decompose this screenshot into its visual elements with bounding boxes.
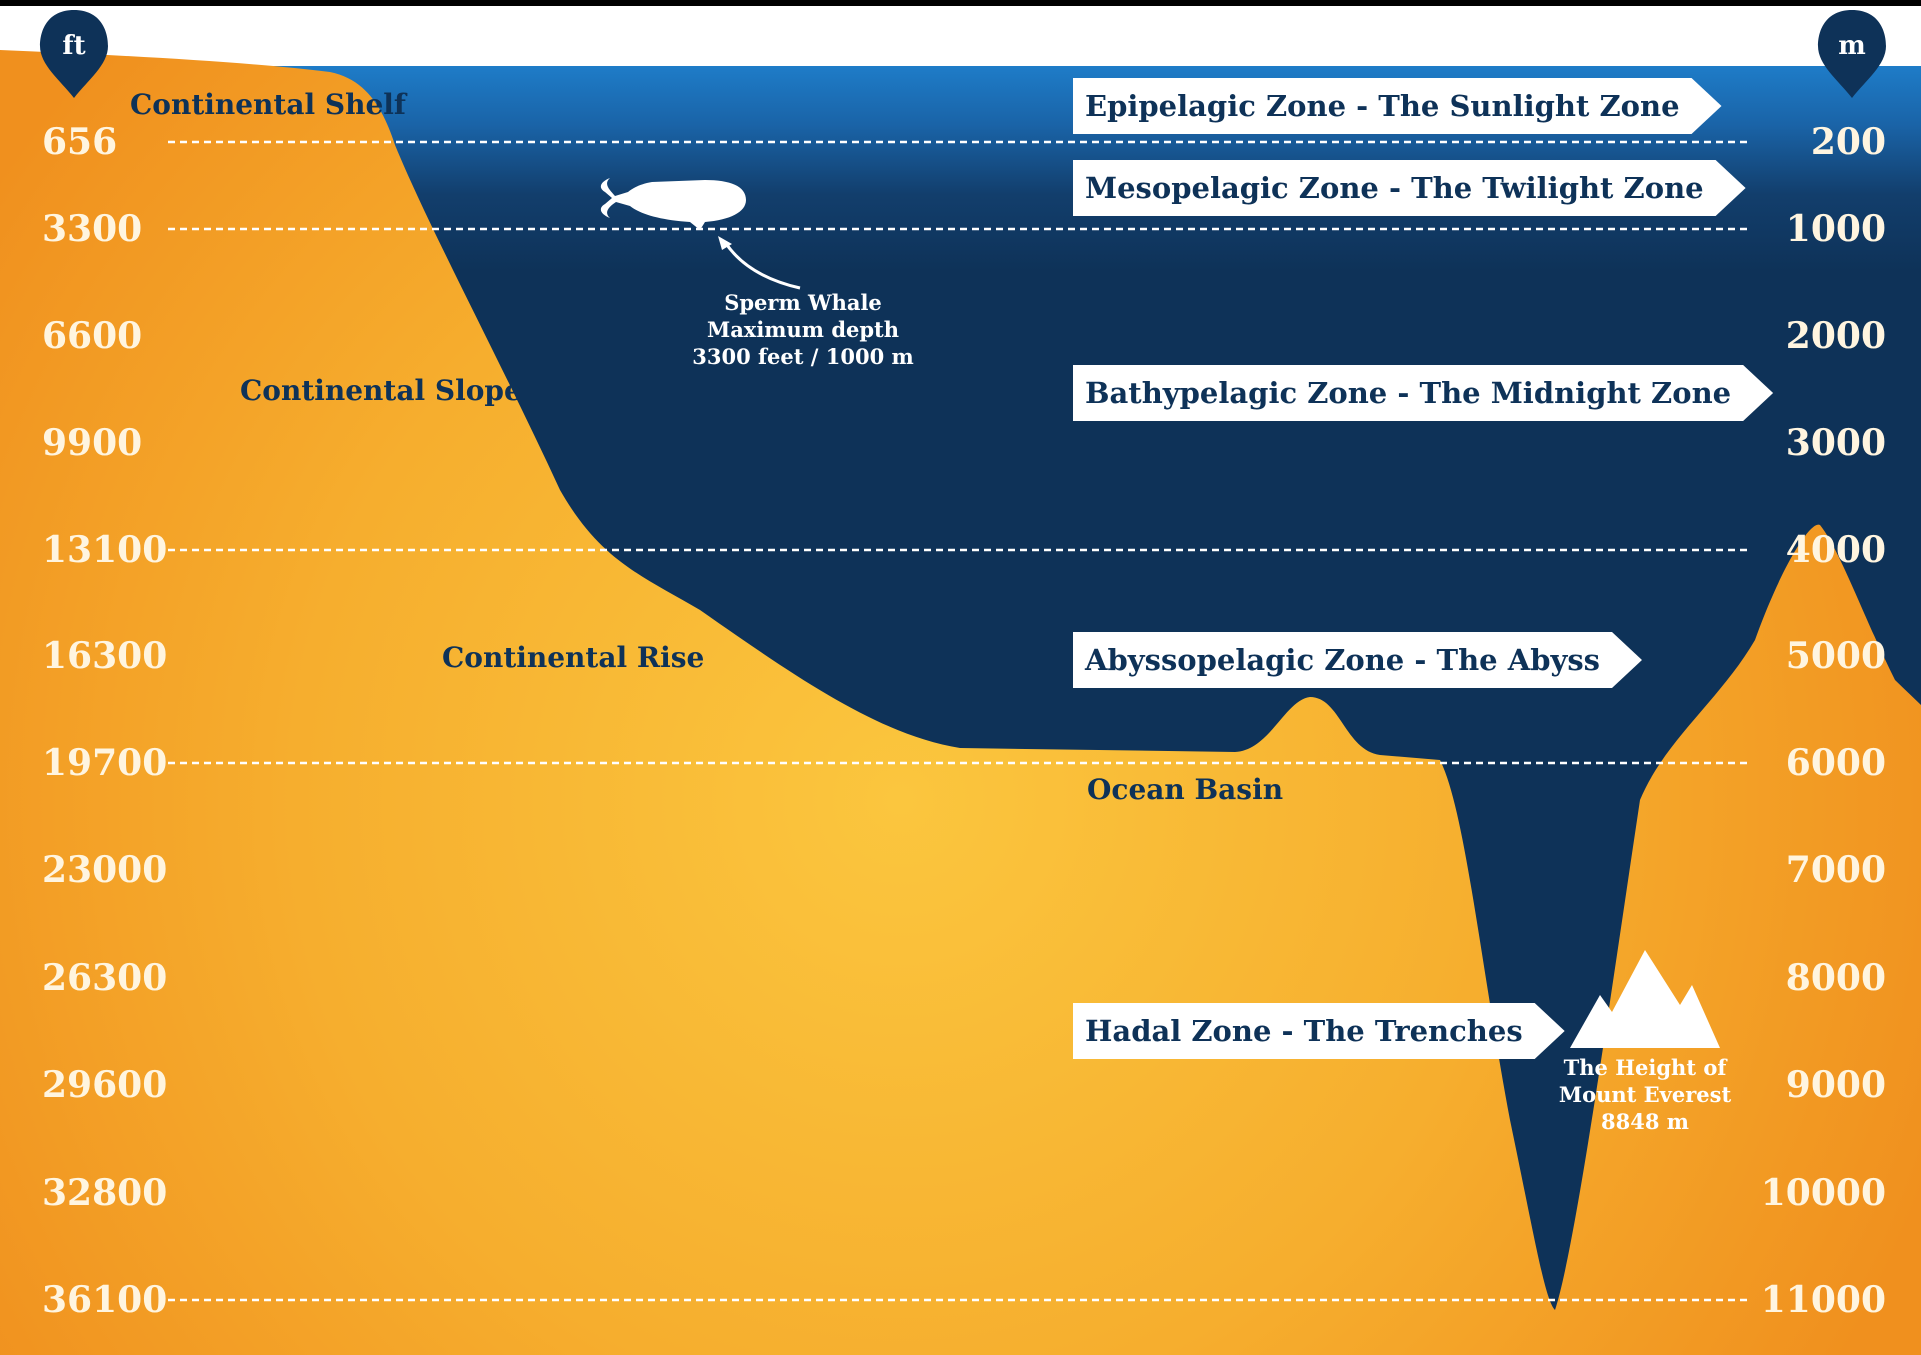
zone-banner-arrow <box>1073 365 1774 421</box>
m-tick-label: 8000 <box>1786 957 1886 999</box>
sperm-whale-group: Sperm Whale Maximum depth 3300 feet / 10… <box>600 178 914 369</box>
m-tick-label: 9000 <box>1786 1064 1886 1106</box>
ft-tick-label: 9900 <box>42 422 142 464</box>
m-tick-label: 1000 <box>1786 208 1886 250</box>
everest-group: The Height of Mount Everest 8848 m <box>1559 950 1732 1134</box>
ft-tick-label: 13100 <box>42 529 167 571</box>
ft-tick-label: 19700 <box>42 742 167 784</box>
ocean-basin-label: Ocean Basin <box>1087 773 1283 806</box>
ft-tick-label: 3300 <box>42 208 142 250</box>
meters-axis: 200 1000 2000 3000 4000 5000 6000 7000 8000 9000 1… <box>1761 121 1886 1321</box>
feet-unit-marker: ft <box>40 10 108 98</box>
feet-unit-label: ft <box>62 31 85 61</box>
sperm-whale-note-line-2: Maximum depth <box>707 317 899 342</box>
everest-note-line-3: 8848 m <box>1601 1109 1689 1134</box>
ft-tick-label: 23000 <box>42 849 167 891</box>
m-tick-label: 7000 <box>1786 849 1886 891</box>
ft-tick-label: 29600 <box>42 1064 167 1106</box>
everest-note-line-1: The Height of <box>1564 1055 1729 1080</box>
zone-banner: Bathypelagic Zone - The Midnight Zone <box>1073 365 1774 421</box>
zone-banner-arrow <box>1073 632 1642 688</box>
location-pin-icon <box>1818 10 1886 98</box>
everest-note-line-2: Mount Everest <box>1559 1082 1732 1107</box>
feet-axis: 656 3300 6600 9900 13100 16300 19700 23000 26300… <box>42 121 167 1321</box>
ft-tick-label: 32800 <box>42 1172 167 1214</box>
mountain-icon <box>1570 950 1720 1048</box>
ft-tick-label: 26300 <box>42 957 167 999</box>
zone-banner-label: Abyssopelagic Zone - The Abyss <box>1084 643 1600 677</box>
m-tick-label: 2000 <box>1786 315 1886 357</box>
sperm-whale-pointer <box>723 241 801 290</box>
m-tick-label: 3000 <box>1786 422 1886 464</box>
zone-banner-arrow <box>1073 78 1722 134</box>
continental-slope-label: Continental Slope <box>240 374 522 407</box>
ft-tick-label: 656 <box>42 121 117 163</box>
ft-tick-label: 16300 <box>42 635 167 677</box>
ocean-zones: Epipelagic Zone - The Sunlight ZoneMesop… <box>1073 78 1774 1059</box>
ft-tick-label: 6600 <box>42 315 142 357</box>
m-tick-label: 4000 <box>1786 529 1886 571</box>
m-tick-label: 10000 <box>1761 1172 1886 1214</box>
zone-banner: Hadal Zone - The Trenches <box>1073 1003 1565 1059</box>
meters-unit-marker: m <box>1818 10 1886 98</box>
zone-banner-label: Epipelagic Zone - The Sunlight Zone <box>1085 89 1680 123</box>
sperm-whale-icon <box>600 178 746 230</box>
depth-gridlines <box>168 140 1752 1302</box>
m-tick-label: 6000 <box>1786 742 1886 784</box>
zone-banner: Epipelagic Zone - The Sunlight Zone <box>1073 78 1722 134</box>
zone-banner-arrow <box>1073 160 1746 216</box>
sperm-whale-note-line-3: 3300 feet / 1000 m <box>692 344 913 369</box>
continental-shelf-label: Continental Shelf <box>130 88 408 121</box>
pointer-arrowhead <box>718 236 732 250</box>
zone-banner-label: Hadal Zone - The Trenches <box>1085 1014 1523 1048</box>
zone-banner: Abyssopelagic Zone - The Abyss <box>1073 632 1642 688</box>
continental-rise-label: Continental Rise <box>442 641 704 674</box>
m-tick-label: 11000 <box>1761 1279 1886 1321</box>
location-pin-icon <box>40 10 108 98</box>
zone-banner: Mesopelagic Zone - The Twilight Zone <box>1073 160 1746 216</box>
m-tick-label: 200 <box>1811 121 1886 163</box>
ft-tick-label: 36100 <box>42 1279 167 1321</box>
zone-banner-label: Mesopelagic Zone - The Twilight Zone <box>1085 171 1704 205</box>
sperm-whale-note-line-1: Sperm Whale <box>724 290 882 315</box>
zone-banner-label: Bathypelagic Zone - The Midnight Zone <box>1085 376 1731 410</box>
m-tick-label: 5000 <box>1786 635 1886 677</box>
zone-banner-arrow <box>1073 1003 1565 1059</box>
meters-unit-label: m <box>1838 31 1866 61</box>
